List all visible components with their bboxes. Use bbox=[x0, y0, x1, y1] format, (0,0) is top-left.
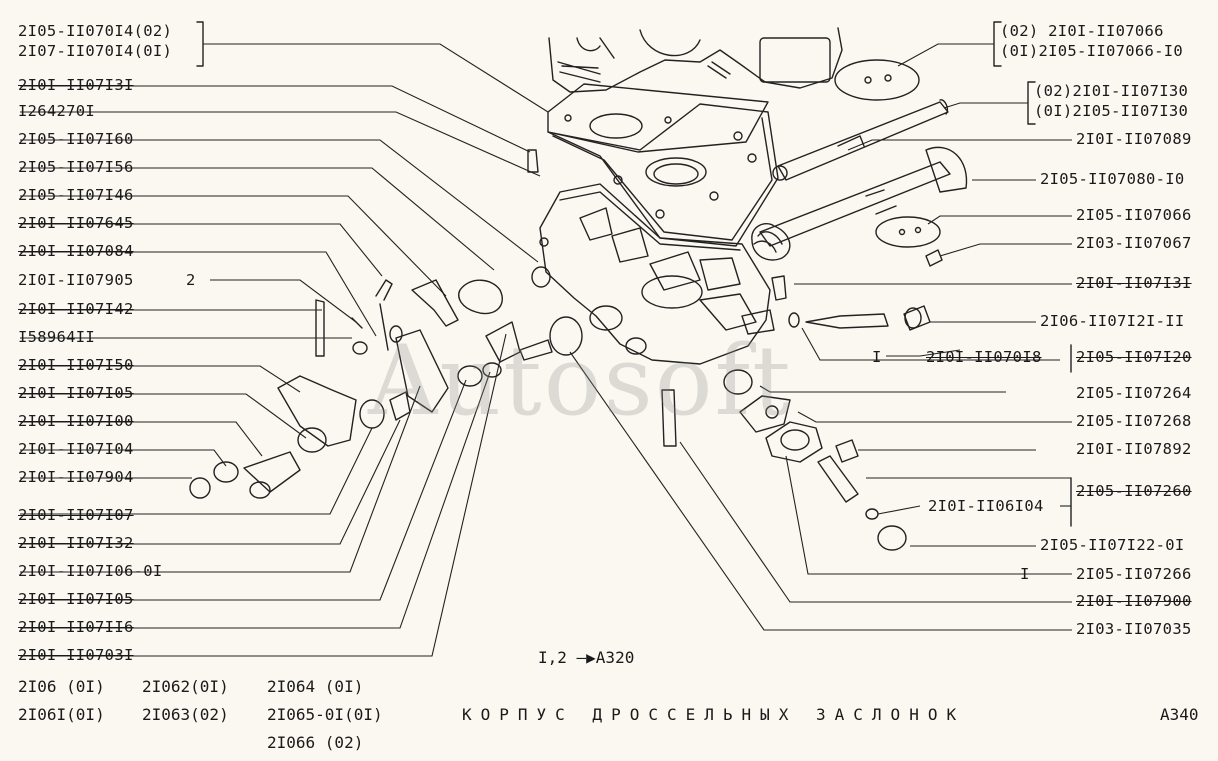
left-part-label: 2I0I-II07904 bbox=[18, 468, 134, 486]
left-top-bracket bbox=[196, 21, 204, 67]
enrichment-assembly bbox=[661, 369, 907, 551]
right-part-label: 2I05-II07264 bbox=[1076, 384, 1192, 402]
left-part-label: 2I0I-II07I42 bbox=[18, 300, 134, 318]
note-2: 2 bbox=[186, 271, 196, 289]
right-part-label: (02)2I0I-II07I30 bbox=[1034, 82, 1189, 100]
left-part-label: 2I0I-II07I00 bbox=[18, 412, 134, 430]
model-c3r2: 2I065-0I(0I) bbox=[267, 705, 383, 724]
left-part-label: 2I07-II070I4(0I) bbox=[18, 42, 173, 60]
left-part-label: 2I0I-II07I06-0I bbox=[18, 562, 163, 580]
leader-lines bbox=[20, 43, 1072, 657]
right-part-label: 2I03-II07035 bbox=[1076, 620, 1192, 638]
left-part-label: 2I0I-II07I50 bbox=[18, 356, 134, 374]
small-screws-right bbox=[527, 149, 943, 301]
model-c2r1: 2I062(0I) bbox=[142, 677, 229, 696]
mid-label-i-first: I bbox=[872, 348, 882, 366]
gasket bbox=[547, 83, 769, 153]
right-part-label: 2I05-II07I20 bbox=[1076, 348, 1192, 366]
mid-label-part-07018: 2I0I-II070I8 bbox=[926, 348, 1042, 366]
right-part-label: 2I05-II07266 bbox=[1076, 565, 1192, 583]
page-code: A340 bbox=[1160, 705, 1199, 724]
right-part-label: (0I)2I05-II07I30 bbox=[1034, 102, 1189, 120]
model-c3r1: 2I064 (0I) bbox=[267, 677, 364, 696]
right-part-label: 2I0I-II07892 bbox=[1076, 440, 1192, 458]
left-part-label: 2I0I-II07I3I bbox=[18, 76, 134, 94]
left-part-label: 2I0I-II07I04 bbox=[18, 440, 134, 458]
right-part-label: 2I05-II07066 bbox=[1076, 206, 1192, 224]
left-part-label: 2I05-II07I46 bbox=[18, 186, 134, 204]
throttle-disc-lower bbox=[875, 216, 941, 248]
throttle-shafts bbox=[751, 99, 968, 261]
right-part-label: 2I05-II07080-I0 bbox=[1040, 170, 1185, 188]
left-part-label: 2I0I-II07I05 bbox=[18, 384, 134, 402]
right-part-label: 2I05-II07260 bbox=[1076, 482, 1192, 500]
right-part-label: 2I0I-II07089 bbox=[1076, 130, 1192, 148]
mid-label-i-second: I bbox=[1020, 565, 1030, 583]
left-part-label: 2I0I-II07084 bbox=[18, 242, 134, 260]
left-part-label: 2I05-II07I56 bbox=[18, 158, 134, 176]
right-part-label: 2I05-II07I22-0I bbox=[1040, 536, 1185, 554]
right-part-label: 2I05-II07268 bbox=[1076, 412, 1192, 430]
left-part-label: 2I0I-II07I32 bbox=[18, 534, 134, 552]
carburetor-upper-body bbox=[548, 27, 843, 93]
left-part-label: 2I0I-II07I07 bbox=[18, 506, 134, 524]
right-part-label: (02) 2I0I-II07066 bbox=[1000, 22, 1164, 40]
model-c2r2: 2I063(02) bbox=[142, 705, 229, 724]
left-part-label: 2I0I-II07645 bbox=[18, 214, 134, 232]
left-part-label: I264270I bbox=[18, 102, 96, 120]
throttle-body-flange bbox=[547, 103, 779, 247]
linkage-parts bbox=[189, 266, 583, 499]
left-part-label: I58964II bbox=[18, 328, 96, 346]
model-c1r1: 2I06 (0I) bbox=[18, 677, 105, 696]
right-part-label: 2I03-II07067 bbox=[1076, 234, 1192, 252]
model-c3r3: 2I066 (02) bbox=[267, 733, 364, 752]
left-part-label: 2I05-II07I60 bbox=[18, 130, 134, 148]
left-part-label: 2I0I-II07II6 bbox=[18, 618, 134, 636]
page-title: КОРПУС ДРОССЕЛЬНЫХ ЗАСЛОНОК bbox=[462, 705, 966, 724]
idle-needle-screw bbox=[788, 305, 931, 331]
watermark: Autosoft bbox=[368, 325, 793, 437]
right-part-label: (0I)2I05-II07066-I0 bbox=[1000, 42, 1184, 60]
left-part-label: 2I0I-II07905 bbox=[18, 271, 134, 289]
reference-note: I,2 —▶A320 bbox=[538, 648, 635, 667]
right-part-label: 2I0I-II07900 bbox=[1076, 592, 1192, 610]
left-part-label: 2I0I-II0703I bbox=[18, 646, 134, 664]
right-part-label: 2I06-II07I2I-II bbox=[1040, 312, 1185, 330]
throttle-disc-upper bbox=[834, 59, 920, 101]
left-part-label: 2I0I-II07I05 bbox=[18, 590, 134, 608]
throttle-body-housing bbox=[539, 183, 775, 365]
right-part-label: 2I0I-II07I3I bbox=[1076, 274, 1192, 292]
model-c1r2: 2I06I(0I) bbox=[18, 705, 105, 724]
left-part-label: 2I05-II070I4(02) bbox=[18, 22, 173, 40]
mid-label-part-06104: 2I0I-II06I04 bbox=[928, 497, 1044, 515]
